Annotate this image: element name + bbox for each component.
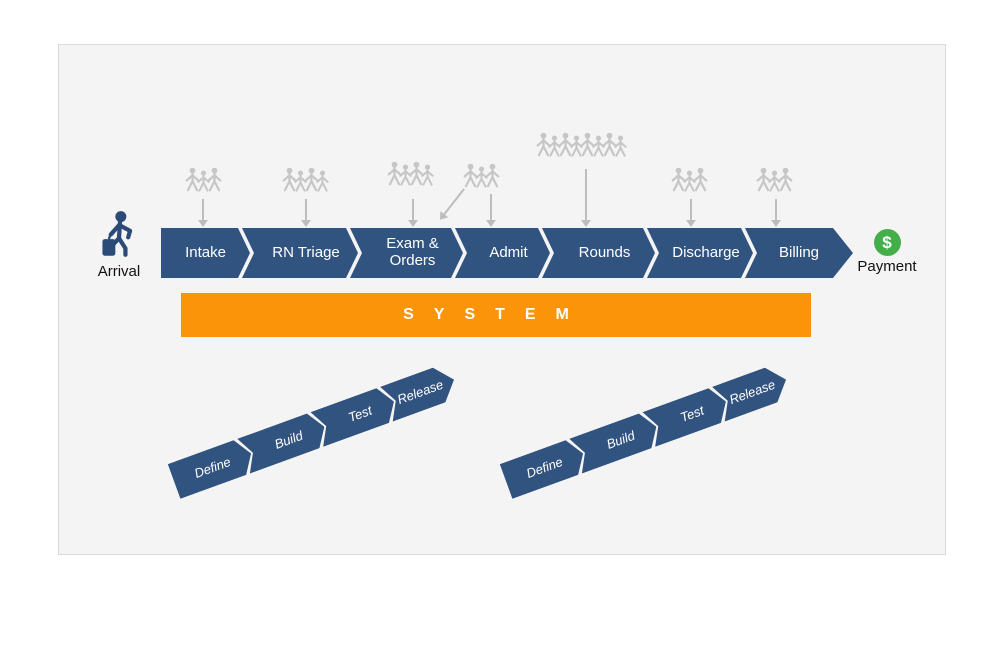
system-bar: SYSTEM [181,293,811,337]
step-chevron-billing: Billing [745,228,853,278]
person-icon [778,167,793,192]
person-icon [683,170,696,192]
person-icon [282,167,297,192]
person-icon [602,132,617,157]
dev-chevron-test: Test [311,384,401,447]
person-icon [693,167,708,192]
staff-group-billing [755,167,794,193]
person-icon [304,167,319,192]
person-icon [399,164,412,186]
staff-group-exam-orders [386,161,436,187]
person-icon [548,135,561,157]
dollar-icon: $ [873,229,901,256]
arrival-label: Arrival [97,263,141,280]
person-icon [536,132,551,157]
traveler-icon [102,211,133,257]
step-chevron-rounds: Rounds [542,228,655,278]
person-icon [387,161,402,186]
person-icon [197,170,210,192]
handoff-arrow [443,188,465,215]
dev-chevron-define: Define [500,436,590,499]
person-icon [316,170,329,192]
payment-endpoint: $ Payment [854,229,920,275]
person-icon [558,132,573,157]
system-bar-label: SYSTEM [403,306,589,323]
staff-arrow-exam-orders [408,199,418,227]
person-icon [671,167,686,192]
staff-group-rn-triage [281,167,331,193]
dev-chevron-build: Build [237,409,330,473]
person-icon [485,163,500,188]
staff-arrow-billing [771,199,781,227]
person-icon [570,135,583,157]
step-chevron-exam-orders: Exam & Orders [350,228,463,278]
staff-group-admit [462,163,501,189]
dev-chevron-test: Test [643,384,733,447]
staff-group-intake [184,167,223,193]
person-icon [421,164,434,186]
arrival-endpoint: Arrival [87,209,151,280]
person-icon [475,166,488,188]
person-icon [409,161,424,186]
payment-label: Payment [857,258,917,275]
staff-arrow-rn-triage [301,199,311,227]
step-chevron-discharge: Discharge [647,228,753,278]
dev-chevron-release: Release [712,362,792,421]
dev-flow-right: Define Build Test Release [500,362,793,499]
person-icon [294,170,307,192]
step-chevron-rn-triage: RN Triage [242,228,358,278]
staff-arrow-discharge [686,199,696,227]
person-icon [768,170,781,192]
staff-group-discharge [670,167,709,193]
dev-chevron-define: Define [168,436,258,499]
dev-flow-left: Define Build Test Release [168,362,461,499]
step-chevron-admit: Admit [455,228,550,278]
person-icon [756,167,771,192]
person-icon [614,135,627,157]
person-icon [463,163,478,188]
person-icon [580,132,595,157]
person-icon [592,135,605,157]
patient-flow-band: Intake RN Triage Exam & Orders Admit Rou… [161,228,853,278]
diagram-panel: Arrival Intake RN Triage Exam & Orders A… [58,44,946,555]
person-icon [207,167,222,192]
dev-chevron-build: Build [569,409,662,473]
step-chevron-intake: Intake [161,228,250,278]
dev-chevron-release: Release [380,362,460,421]
staff-group-rounds [535,132,629,158]
staff-arrow-rounds [581,169,591,227]
staff-arrow-admit [486,194,496,227]
staff-arrow-intake [198,199,208,227]
person-icon [185,167,200,192]
